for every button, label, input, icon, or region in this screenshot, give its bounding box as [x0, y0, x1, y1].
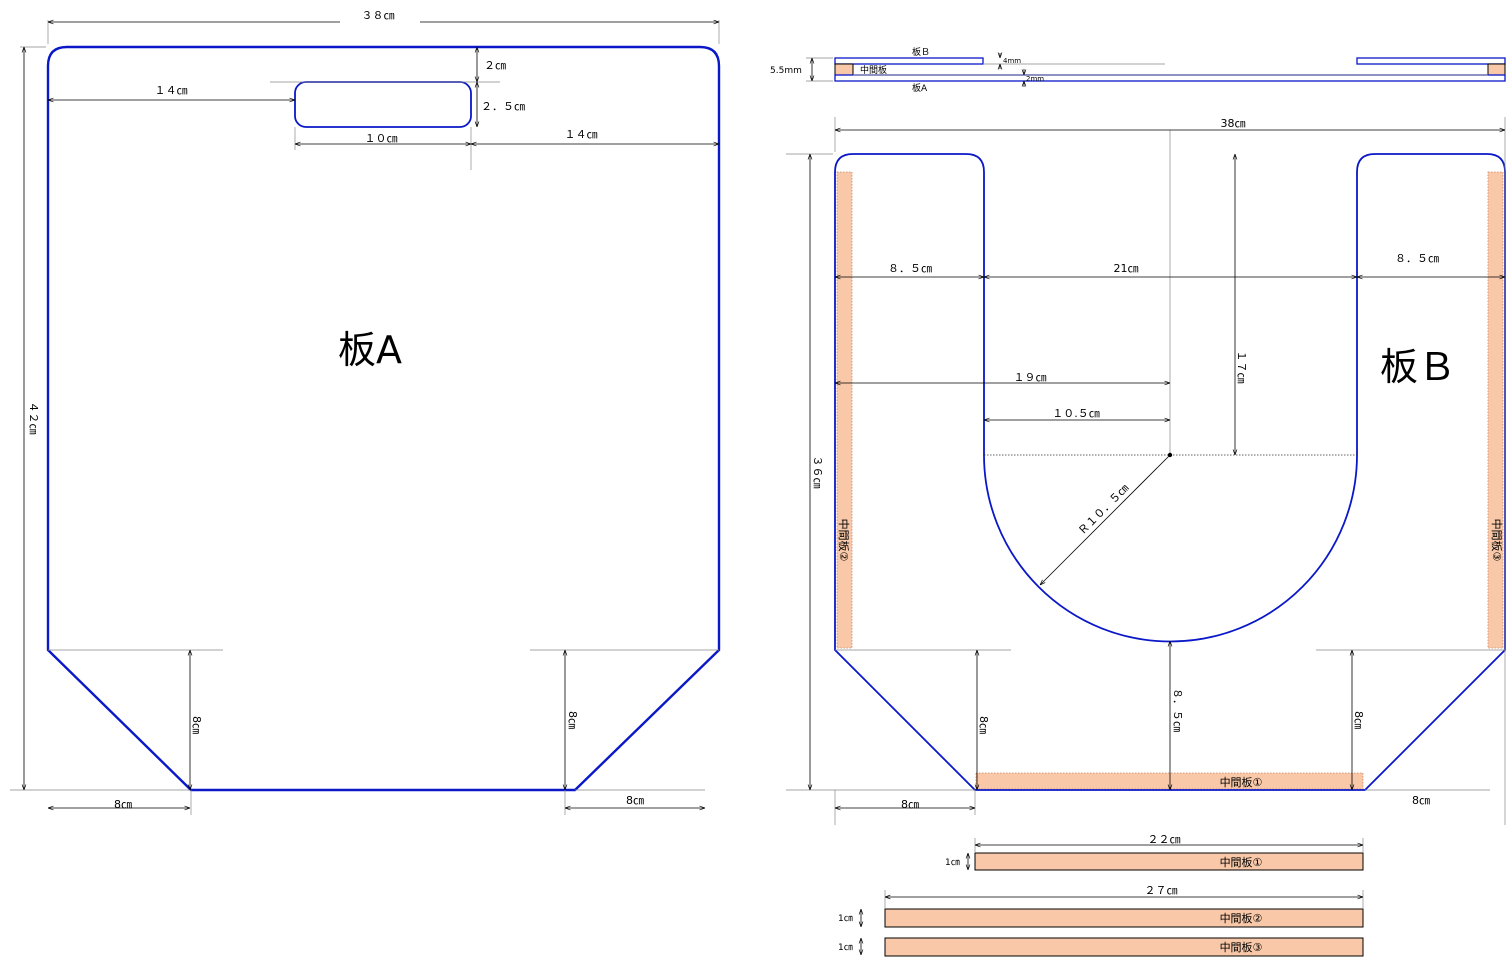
board-a-chamfer-h-left: 8㎝: [114, 798, 132, 811]
middle-board-1-label: 中間板①: [1220, 775, 1263, 789]
board-a-outline: [46, 45, 721, 792]
middle-board-3-strip: [1487, 171, 1504, 649]
part-3-strip: [884, 937, 1364, 957]
board-b-outline: [834, 153, 1506, 791]
board-b-chamfer-h-left: 8㎝: [901, 798, 919, 811]
board-b-center-label: １９㎝: [1014, 371, 1047, 384]
board-b-bottom-gap-label: ８．５㎝: [1171, 688, 1184, 732]
board-b-title: 板Ｂ: [1380, 345, 1456, 389]
board-a-handle-slot: [294, 81, 472, 128]
board-b-inner-center-label: １０.５㎝: [1052, 407, 1100, 420]
board-b-width-label: 38㎝: [1221, 117, 1246, 130]
cross-section: 板Ｂ 中間板 板A 5.5mm 4mm 2mm: [770, 46, 1506, 94]
board-a-slot-height-label: ２．５㎝: [481, 100, 525, 113]
board-a-left-slot-label: １４㎝: [155, 84, 188, 97]
part-1-width: 1㎝: [945, 858, 960, 868]
section-board-b-label: 板Ｂ: [912, 46, 930, 58]
board-a-slot-top-label: ２㎝: [484, 59, 506, 72]
board-b: 38㎝ ３６㎝ ８．５㎝ 21㎝ ８．５㎝ １９㎝ １０.５㎝ １７㎝ Ｒ１０．…: [786, 117, 1506, 825]
middle-board-3-label: 中間板③: [1490, 519, 1504, 562]
part-1-length: ２２㎝: [1148, 833, 1181, 846]
part-3-name: 中間板③: [1220, 940, 1263, 954]
board-a-title: 板A: [338, 328, 402, 372]
board-a-slot-right-label: １４㎝: [565, 128, 598, 141]
board-b-chamfer-h-right: 8㎝: [1412, 794, 1430, 807]
middle-board-2-strip: [836, 171, 853, 649]
board-a-width-label: ３８㎝: [362, 9, 395, 22]
board-b-chamfer-v-left: 8㎝: [977, 716, 990, 734]
section-a-thickness: 2mm: [1026, 75, 1044, 83]
part-2-length: ２７㎝: [1145, 884, 1178, 897]
part-3-width: 1㎝: [838, 943, 853, 953]
section-middle-label: 中間板: [860, 64, 887, 76]
part-2-width: 1㎝: [838, 914, 853, 924]
board-b-height-label: ３６㎝: [811, 456, 824, 489]
section-board-a-label: 板A: [912, 82, 928, 94]
board-b-radius-label: Ｒ１０．５㎝: [1076, 482, 1132, 538]
part-2-name: 中間板②: [1220, 911, 1263, 925]
section-b-thickness: 4mm: [1003, 57, 1021, 65]
middle-board-2-label: 中間板②: [837, 519, 851, 562]
board-b-chamfer-v-right: 8㎝: [1352, 711, 1365, 729]
part-2-strip: [884, 908, 1364, 928]
board-a-height-label: ４２㎝: [27, 402, 40, 435]
board-b-depth-label: １７㎝: [1235, 351, 1248, 384]
board-b-opening-label: 21㎝: [1114, 262, 1139, 275]
board-a-chamfer-v-right: 8㎝: [566, 711, 579, 729]
board-b-right-arm-label: ８．５㎝: [1395, 252, 1439, 265]
part-1-strip: [974, 852, 1364, 871]
board-a-slot-width-label: １０㎝: [365, 132, 398, 145]
board-a: ３８㎝ ４２㎝ １４㎝ ２㎝ ２．５㎝ １０㎝ １４㎝ 8㎝ 8㎝ 8㎝ 8㎝ …: [10, 9, 721, 815]
parts-list: ２２㎝ 中間板① 1㎝ ２７㎝ 中間板② 1㎝ 中間板③ 1㎝: [838, 833, 1364, 957]
middle-board-1-strip: [975, 772, 1364, 790]
part-1-name: 中間板①: [1220, 855, 1263, 869]
board-a-chamfer-h-right: 8㎝: [626, 794, 644, 807]
section-total-thickness: 5.5mm: [770, 66, 802, 76]
board-a-chamfer-v-left: 8㎝: [190, 716, 203, 734]
board-b-left-arm-label: ８．５㎝: [888, 262, 932, 275]
